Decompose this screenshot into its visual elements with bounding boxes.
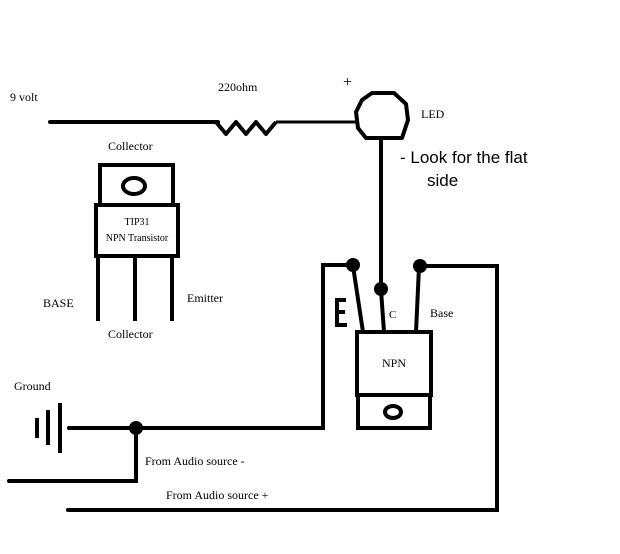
- led-plus-label: +: [343, 74, 352, 91]
- base-audio-plus-wire: [66, 264, 499, 512]
- collector-letter: C: [389, 309, 396, 321]
- pinout-body: [94, 203, 180, 258]
- pinout-base-label: BASE: [43, 296, 74, 310]
- transistor-mount-hole: [383, 404, 403, 420]
- pinout-part-label: TIP31: [125, 217, 150, 228]
- resistor-symbol: [214, 120, 278, 136]
- supply-label: 9 volt: [10, 90, 38, 104]
- led-note-line1: - Look for the flat: [400, 148, 528, 167]
- audio-minus-wire: [7, 426, 138, 483]
- emitter-letter-glyph: [335, 298, 347, 327]
- collector-junction: [374, 282, 388, 296]
- pinout-collector-label: Collector: [108, 327, 153, 341]
- led-label: LED: [421, 107, 445, 121]
- base-lead: [414, 266, 421, 333]
- ground-label: Ground: [14, 379, 51, 393]
- base-label: Base: [430, 306, 453, 320]
- resistor-label: 220ohm: [218, 80, 258, 94]
- emitter-ground-wire: [137, 263, 353, 430]
- audio-minus-label: From Audio source -: [145, 454, 245, 468]
- pinout-emitter-label: Emitter: [187, 291, 223, 305]
- pinout-mount-hole: [121, 176, 147, 196]
- pinout-top-label: Collector: [108, 139, 153, 153]
- transistor-body-label: NPN: [382, 356, 406, 370]
- led-symbol: [354, 91, 410, 140]
- led-note-line2: side: [427, 171, 458, 190]
- transistor-body: [355, 330, 433, 397]
- audio-plus-label: From Audio source +: [166, 488, 269, 502]
- emitter-lead: [351, 265, 365, 333]
- pinout-type-label: NPN Transistor: [106, 233, 169, 244]
- collector-lead: [379, 289, 386, 333]
- transistor-tab: [356, 393, 432, 430]
- pinout-tab: [98, 163, 175, 207]
